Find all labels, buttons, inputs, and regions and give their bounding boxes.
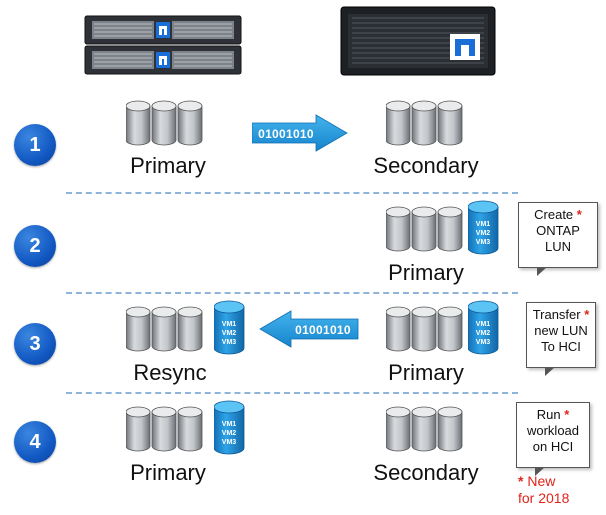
vm-database-icon: VM1 VM2 VM3 — [468, 300, 499, 355]
callout-transfer-lun: Transfer * new LUN To HCI — [526, 302, 596, 376]
disk-array-icon — [386, 206, 466, 256]
arrow-left-icon: 01001010 — [259, 310, 359, 348]
storage-server-icon — [84, 15, 242, 75]
step-4-badge: 4 — [14, 421, 56, 463]
step-1-badge: 1 — [14, 124, 56, 166]
svg-text:VM1: VM1 — [222, 421, 237, 428]
resync-label: Resync — [133, 360, 207, 385]
disk-array-icon — [386, 100, 466, 150]
disk-array-icon — [126, 306, 206, 356]
primary-label: Primary — [130, 153, 206, 178]
svg-text:VM3: VM3 — [476, 239, 491, 246]
disk-array-icon — [126, 100, 206, 150]
vm-database-icon: VM1 VM2 VM3 — [214, 400, 245, 455]
svg-text:VM3: VM3 — [222, 439, 237, 446]
svg-text:VM1: VM1 — [476, 221, 491, 228]
svg-text:VM2: VM2 — [222, 330, 237, 337]
binary-data-label: 01001010 — [295, 323, 351, 337]
disk-array-icon — [386, 306, 466, 356]
storage-controller-icon — [340, 6, 496, 76]
vm-database-icon: VM1 VM2 VM3 — [468, 200, 499, 255]
divider — [66, 392, 518, 394]
secondary-label: Secondary — [373, 153, 479, 178]
step-3-badge: 3 — [14, 323, 56, 365]
callout-create-lun: Create * ONTAP LUN — [518, 202, 598, 276]
disk-array-icon — [386, 406, 466, 456]
divider — [66, 292, 518, 294]
primary-label: Primary — [388, 260, 464, 285]
svg-text:VM1: VM1 — [476, 321, 491, 328]
primary-label: Primary — [388, 360, 464, 385]
divider — [66, 192, 518, 194]
callout-run-workload: Run * workload on HCI — [516, 402, 590, 476]
svg-text:VM2: VM2 — [476, 330, 491, 337]
disk-array-icon — [126, 406, 206, 456]
svg-text:VM1: VM1 — [222, 321, 237, 328]
svg-text:VM2: VM2 — [222, 430, 237, 437]
vm-database-icon: VM1 VM2 VM3 — [214, 300, 245, 355]
new-for-2018-note: * New for 2018 — [518, 473, 570, 506]
step-2-badge: 2 — [14, 225, 56, 267]
binary-data-label: 01001010 — [258, 127, 314, 141]
secondary-label: Secondary — [373, 460, 479, 485]
primary-label: Primary — [130, 460, 206, 485]
arrow-right-icon: 01001010 — [252, 114, 348, 152]
svg-text:VM2: VM2 — [476, 230, 491, 237]
svg-text:VM3: VM3 — [476, 339, 491, 346]
svg-text:VM3: VM3 — [222, 339, 237, 346]
